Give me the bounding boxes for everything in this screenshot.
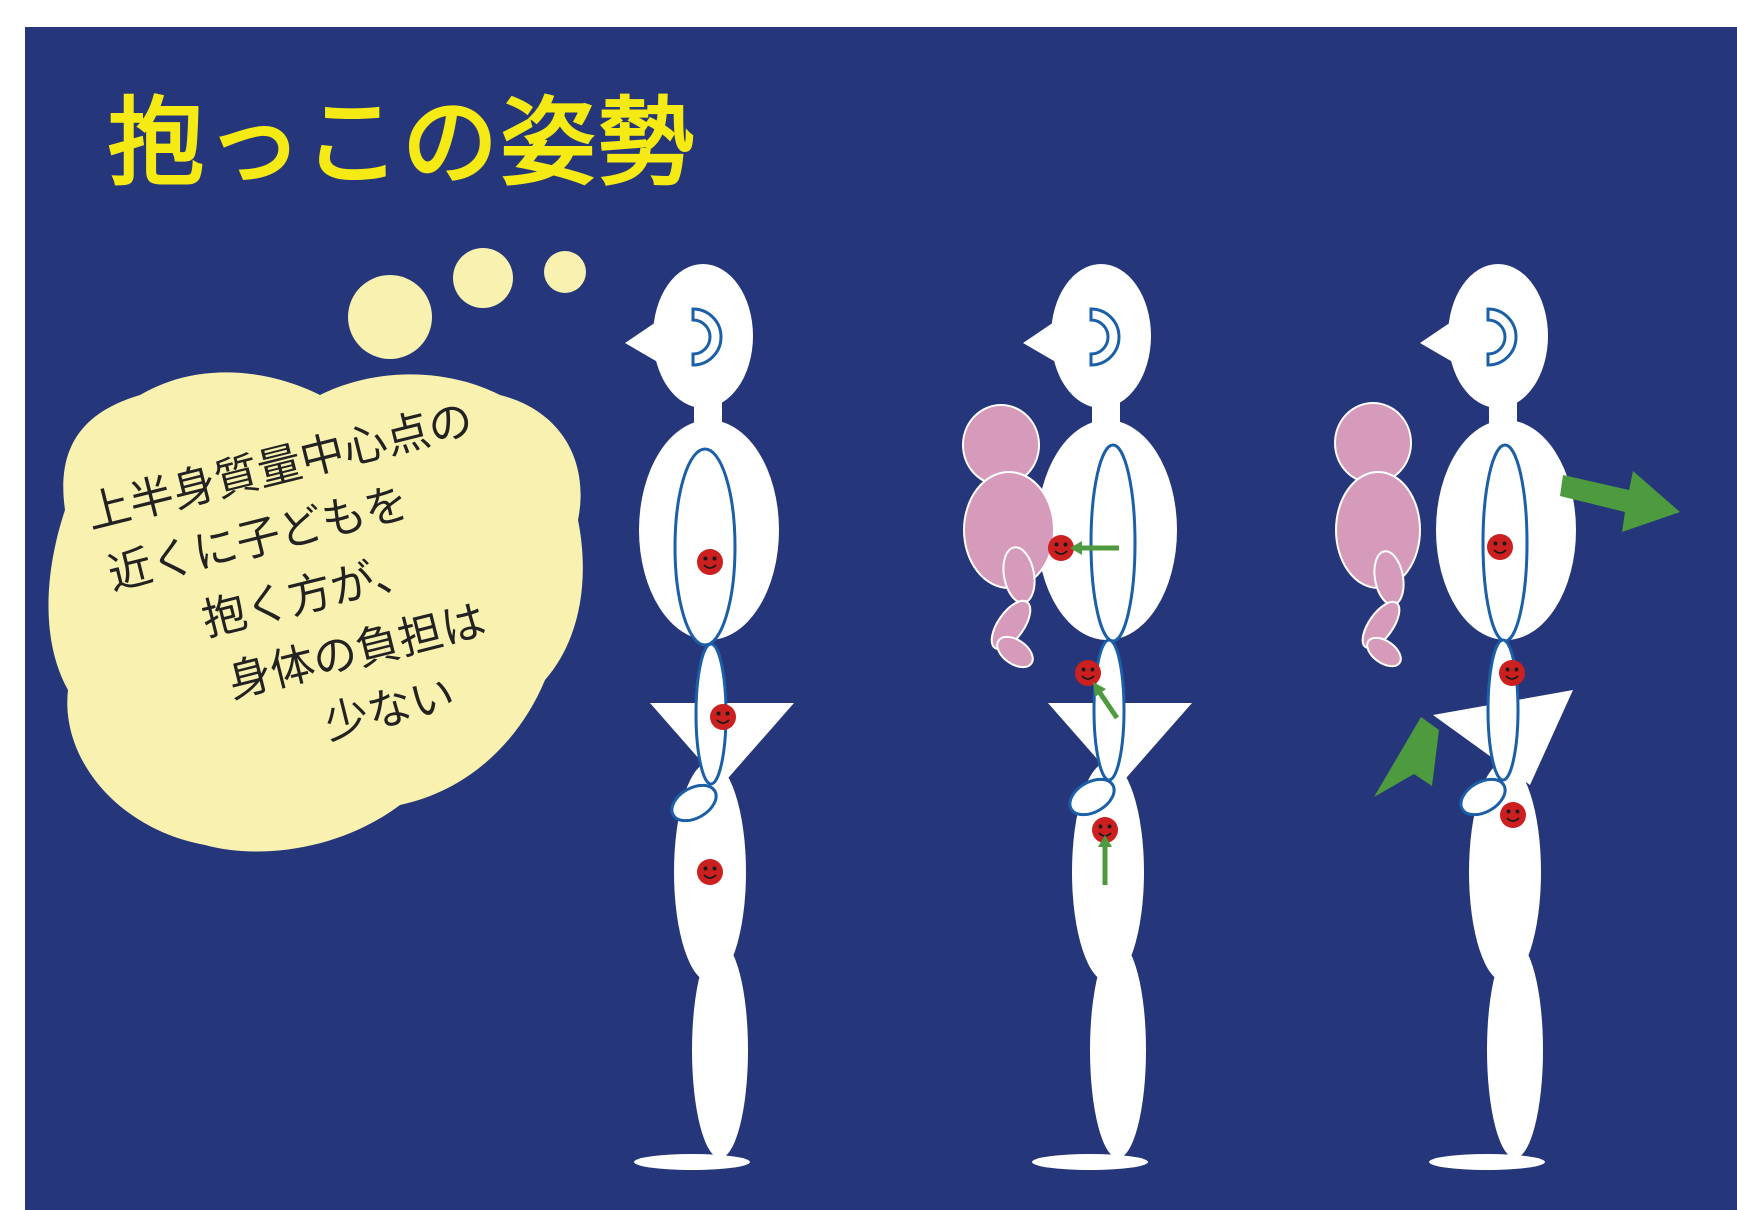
baby bbox=[962, 404, 1055, 669]
center-of-mass-leg bbox=[1499, 801, 1527, 829]
figure-baby-far bbox=[1334, 264, 1680, 1170]
figure-head bbox=[1448, 264, 1548, 408]
force-arrows bbox=[1070, 541, 1120, 885]
figure-thigh bbox=[1072, 762, 1144, 982]
figure-head bbox=[1051, 264, 1151, 408]
arrow-back bbox=[1560, 471, 1680, 532]
arrow-leg-head bbox=[1098, 835, 1112, 847]
arrow-pelvis-head bbox=[1093, 682, 1106, 697]
center-of-mass-pelvis bbox=[1498, 659, 1526, 687]
page-title: 抱っこの姿勢 bbox=[108, 87, 696, 199]
ear-icon bbox=[1089, 307, 1121, 367]
thought-bubble: 上半身質量中心点の 近くに子どもを 抱く方が、 身体の負担は 少ない bbox=[48, 248, 586, 852]
center-of-mass-pelvis bbox=[709, 703, 737, 731]
baby-head bbox=[1334, 402, 1412, 484]
baby-leg bbox=[1361, 600, 1401, 650]
figure-standing bbox=[625, 264, 794, 1170]
figure-foot bbox=[634, 1154, 750, 1170]
figure-lower-leg bbox=[1487, 942, 1543, 1158]
figure-foot bbox=[1032, 1154, 1148, 1170]
figure-baby-close bbox=[962, 264, 1192, 1170]
force-arrows-large bbox=[1374, 471, 1680, 797]
hip-joint bbox=[1068, 777, 1116, 817]
baby-foot bbox=[1366, 636, 1402, 668]
baby-foot bbox=[996, 635, 1034, 669]
spine-upper bbox=[1089, 443, 1137, 643]
arrow-pelvis bbox=[1095, 688, 1120, 720]
center-of-mass-leg bbox=[696, 858, 724, 886]
center-of-mass-upper bbox=[696, 548, 724, 576]
figure-head bbox=[653, 264, 753, 408]
thought-dot-small bbox=[544, 251, 586, 293]
figure-lower-leg bbox=[1090, 942, 1146, 1158]
spine-upper bbox=[673, 447, 737, 647]
center-of-mass-pelvis bbox=[1074, 659, 1102, 687]
hip-joint bbox=[1459, 777, 1507, 817]
speech-cloud bbox=[48, 372, 583, 852]
center-of-mass-upper bbox=[1486, 533, 1514, 561]
hip-joint bbox=[670, 783, 718, 823]
thought-dot-large bbox=[348, 275, 432, 359]
figure-lower-leg bbox=[692, 942, 748, 1158]
baby bbox=[1334, 402, 1421, 668]
arrow-down bbox=[1374, 717, 1439, 797]
ear-icon bbox=[1486, 307, 1518, 367]
figure-foot bbox=[1429, 1154, 1545, 1170]
thought-dot-medium bbox=[453, 248, 513, 308]
ear-icon bbox=[691, 307, 723, 367]
arrow-upper-head bbox=[1070, 541, 1082, 555]
